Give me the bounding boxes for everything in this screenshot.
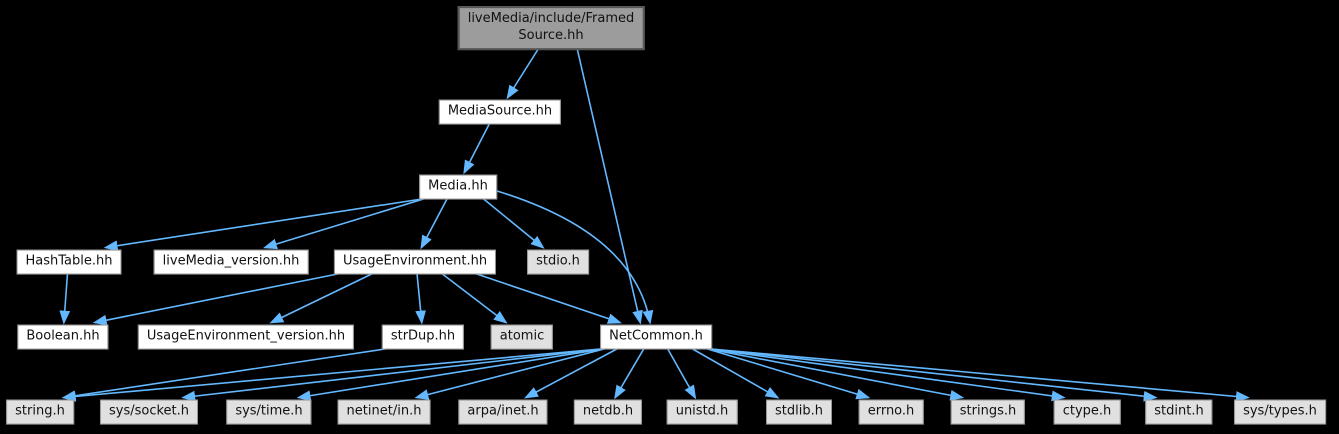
node-framed_source: liveMedia/include/Framed Source.hh bbox=[457, 6, 645, 50]
node-string_h: string.h bbox=[6, 399, 74, 425]
node-sys_socket: sys/socket.h bbox=[99, 399, 199, 425]
node-sys_types: sys/types.h bbox=[1234, 399, 1326, 425]
edge-media-to-usage_environment bbox=[420, 198, 448, 250]
node-errno: errno.h bbox=[858, 399, 924, 425]
edge-media_source-to-media bbox=[463, 123, 491, 175]
edge-hash_table-to-boolean bbox=[59, 273, 71, 325]
node-stdint: stdint.h bbox=[1145, 399, 1213, 425]
edge-net_common-to-unistd bbox=[666, 348, 697, 400]
edge-usage_environment-to-strdup bbox=[415, 273, 427, 325]
node-ctype: ctype.h bbox=[1053, 399, 1121, 425]
node-strdup[interactable]: strDup.hh bbox=[381, 324, 465, 350]
edge-net_common-to-strings_h bbox=[705, 347, 965, 401]
edge-media-to-livemedia_version bbox=[262, 197, 426, 250]
edge-net_common-to-netdb bbox=[614, 348, 645, 400]
edge-net_common-to-errno bbox=[705, 347, 871, 400]
edge-net_common-to-string_h bbox=[61, 347, 607, 402]
edge-net_common-to-stdint bbox=[705, 347, 1158, 402]
edge-media-to-hash_table bbox=[103, 197, 426, 252]
edge-net_common-to-arpa_inet bbox=[524, 347, 619, 399]
node-media_source[interactable]: MediaSource.hh bbox=[438, 99, 562, 125]
node-net_common[interactable]: NetCommon.h bbox=[600, 324, 712, 350]
node-stdio: stdio.h bbox=[527, 249, 589, 275]
edge-usage_environment-to-boolean bbox=[92, 272, 341, 326]
edge-usage_environment-to-atomic bbox=[441, 272, 508, 324]
node-usage_environment[interactable]: UsageEnvironment.hh bbox=[333, 249, 497, 275]
node-sys_time: sys/time.h bbox=[226, 399, 312, 425]
node-boolean[interactable]: Boolean.hh bbox=[17, 324, 109, 350]
edge-net_common-to-ctype bbox=[705, 347, 1066, 402]
node-media[interactable]: Media.hh bbox=[419, 174, 497, 200]
edge-net_common-to-sys_socket bbox=[181, 347, 607, 402]
edge-framed_source-to-net_common bbox=[576, 48, 643, 325]
node-atomic: atomic bbox=[490, 324, 554, 350]
edge-usage_environment-to-net_common bbox=[474, 272, 622, 324]
edge-net_common-to-netinet_in bbox=[414, 347, 607, 400]
node-usage_environment_version[interactable]: UsageEnvironment_version.hh bbox=[137, 324, 355, 350]
node-livemedia_version[interactable]: liveMedia_version.hh bbox=[153, 249, 309, 275]
edge-net_common-to-stdlib bbox=[691, 347, 780, 399]
node-netdb: netdb.h bbox=[573, 399, 643, 425]
edge-framed_source-to-media_source bbox=[506, 48, 539, 100]
node-netinet_in: netinet/in.h bbox=[337, 399, 431, 425]
node-hash_table[interactable]: HashTable.hh bbox=[16, 249, 122, 275]
edge-net_common-to-sys_types bbox=[705, 347, 1250, 402]
edge-usage_environment-to-usage_environment_version bbox=[269, 272, 374, 324]
node-strings_h: strings.h bbox=[950, 399, 1026, 425]
node-stdlib: stdlib.h bbox=[766, 399, 832, 425]
node-arpa_inet: arpa/inet.h bbox=[458, 399, 548, 425]
edge-net_common-to-sys_time bbox=[296, 347, 607, 401]
edge-media-to-stdio bbox=[482, 197, 545, 249]
node-unistd: unistd.h bbox=[666, 399, 738, 425]
edge-strdup-to-string_h bbox=[61, 347, 389, 402]
